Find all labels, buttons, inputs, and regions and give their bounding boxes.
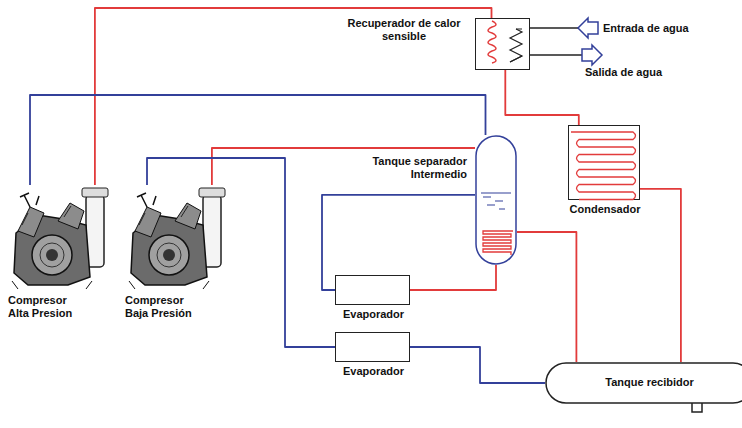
receiver-drain	[692, 403, 702, 412]
heat-recovery-box: Recuperador de calor sensible	[475, 18, 530, 70]
water-label: Salida de agua	[585, 66, 662, 79]
water-label: Entrada de agua	[603, 22, 689, 35]
condenser-box: Condensador	[568, 125, 640, 200]
water-outlet-arrow	[582, 45, 602, 65]
water-inlet-pipe	[521, 27, 582, 29]
node-label: Compresor Baja Presión	[125, 294, 209, 320]
refrigerant-pipe	[30, 95, 486, 185]
node-label: Evaporador	[321, 365, 426, 378]
receiver-tank: Tanque recibidor	[545, 362, 742, 404]
water-inlet-arrow	[578, 18, 598, 38]
refrigerant-pipe	[640, 189, 681, 362]
heat-recovery-box-shape	[476, 19, 529, 69]
refrigerant-pipe	[410, 347, 545, 383]
compressor-illustration: Compresor Alta Presion	[8, 185, 118, 290]
compressor-illustration: Compresor Baja Presión	[125, 185, 235, 290]
node-label: Compresor Alta Presion	[8, 294, 90, 320]
condenser-box-shape	[569, 126, 639, 199]
evaporator-box: Evaporador	[335, 332, 410, 362]
separator-tank: Tanque separador Intermedio	[475, 135, 517, 265]
refrigerant-pipe	[505, 70, 579, 125]
water-outlet-pipe	[521, 54, 582, 56]
refrigerant-pipe	[517, 232, 576, 362]
separator-tank-shape	[475, 135, 517, 265]
node-label: Recuperador de calor sensible	[340, 17, 468, 43]
node-label: Evaporador	[321, 308, 426, 321]
refrigerant-pipe	[212, 148, 475, 185]
compressor-illustration-shape	[125, 185, 235, 290]
evaporator-box: Evaporador	[335, 275, 410, 305]
node-label: Tanque recibidor	[545, 376, 742, 389]
water-piping	[521, 28, 582, 55]
compressor-illustration-shape	[8, 185, 118, 290]
node-label: Tanque separador Intermedio	[355, 155, 467, 181]
refrigerant-pipe	[410, 265, 496, 290]
node-label: Condensador	[549, 203, 661, 216]
